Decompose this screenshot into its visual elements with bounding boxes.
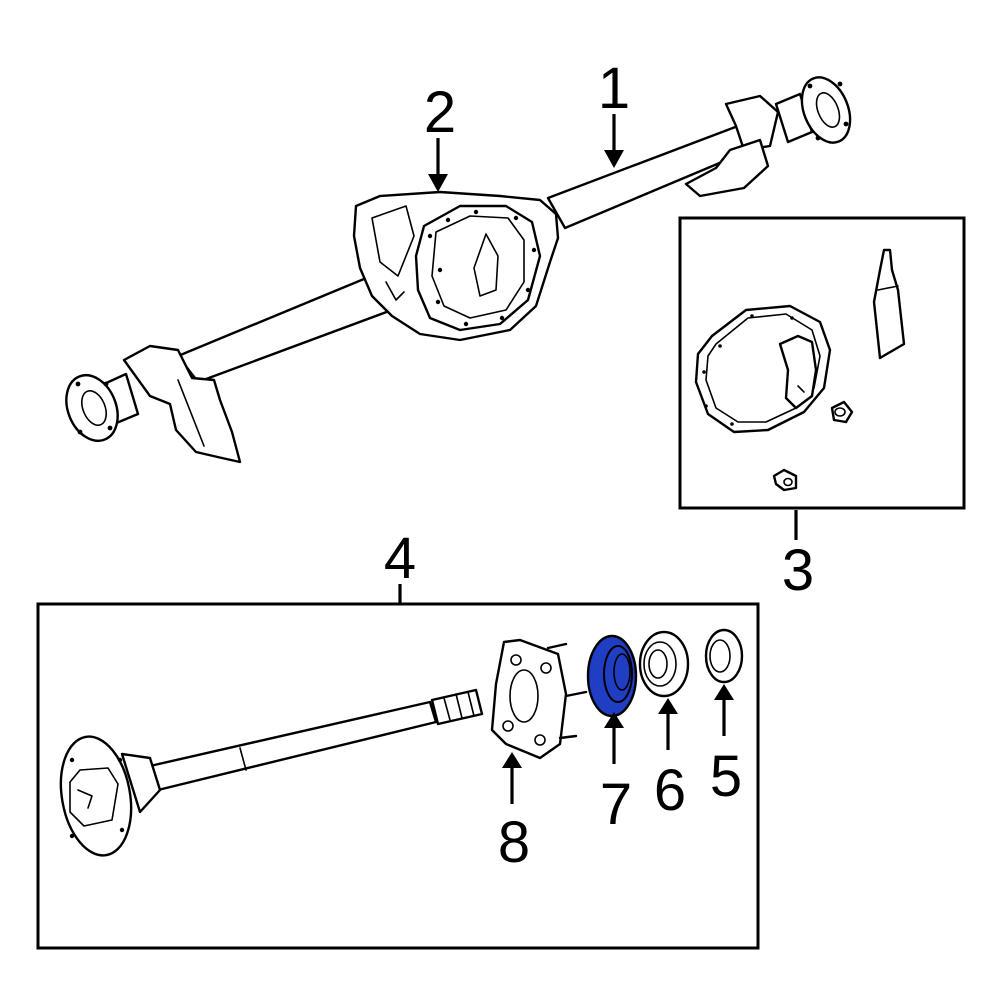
callout-2-arrow xyxy=(428,138,448,192)
callout-1: 1 xyxy=(598,56,630,121)
callout-1-arrow xyxy=(604,114,624,168)
axle-housing[interactable] xyxy=(57,70,859,464)
drain-plug[interactable] xyxy=(772,468,798,492)
differential-cover[interactable] xyxy=(694,304,832,434)
callout-2: 2 xyxy=(424,80,456,145)
callout-4: 4 xyxy=(384,526,416,591)
callout-7-arrow xyxy=(604,712,624,764)
callout-5-arrow xyxy=(714,684,734,736)
axle-seal[interactable] xyxy=(586,634,638,718)
axle-shaft-box xyxy=(36,602,760,950)
callout-5: 5 xyxy=(710,744,742,809)
callout-8-arrow xyxy=(502,752,522,804)
axle-shaft[interactable] xyxy=(52,688,484,861)
callout-7: 7 xyxy=(600,772,632,837)
differential-carrier[interactable] xyxy=(352,190,560,342)
axle-bearing[interactable] xyxy=(638,630,690,698)
sealant-tube[interactable] xyxy=(872,248,906,360)
retainer-ring[interactable] xyxy=(704,628,744,684)
backing-plate[interactable] xyxy=(490,638,588,760)
callout-6: 6 xyxy=(654,758,686,823)
cover-kit-box xyxy=(678,216,966,510)
callout-8: 8 xyxy=(498,810,530,875)
callout-6-arrow xyxy=(658,698,678,750)
fill-plug[interactable] xyxy=(830,400,854,424)
callout-3: 3 xyxy=(782,538,814,603)
